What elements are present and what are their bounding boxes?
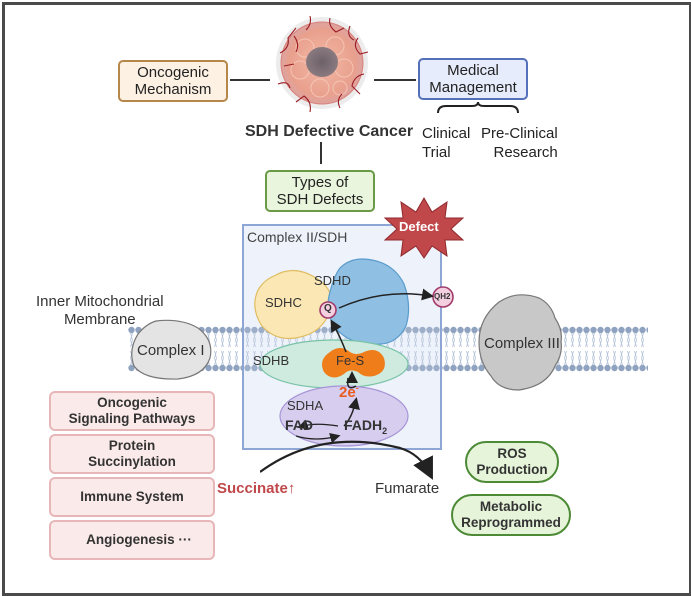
fes-to-q-arrow bbox=[330, 319, 347, 353]
fadh2-to-e-arrow bbox=[343, 397, 360, 427]
connector-right bbox=[374, 79, 416, 81]
types-line2: SDH Defects bbox=[276, 191, 364, 208]
oncogenic-line2: Mechanism bbox=[134, 81, 212, 98]
connector-down bbox=[320, 142, 322, 164]
succinate-label: Succinate↑ bbox=[217, 480, 296, 497]
fadh2-label: FADH2 bbox=[344, 417, 388, 436]
defect-starburst-icon bbox=[383, 196, 465, 259]
complex-iii-label: Complex III bbox=[484, 335, 560, 352]
sdha-shape bbox=[279, 385, 409, 447]
q-label: Q bbox=[324, 303, 332, 314]
oncogenic-line1: Oncogenic bbox=[137, 63, 209, 81]
brace-icon bbox=[437, 101, 519, 114]
electrons-label: 2e- bbox=[339, 383, 359, 401]
sdhd-shape bbox=[327, 258, 410, 345]
effect-immune-system: Immune System bbox=[49, 477, 215, 517]
sdha-label: SDHA bbox=[287, 398, 324, 413]
complex-i-shape bbox=[131, 319, 212, 380]
types-line1: Types of bbox=[291, 173, 349, 191]
fad-label: FAD bbox=[285, 417, 313, 433]
complex-iii-shape bbox=[478, 294, 562, 391]
fes-label: Fe-S bbox=[336, 353, 365, 368]
sdhd-label: SDHD bbox=[314, 273, 351, 288]
sdhc-shape bbox=[254, 269, 332, 339]
fes-cluster-icon bbox=[322, 348, 385, 378]
complex-i-label: Complex I bbox=[137, 342, 205, 359]
sdhb-label: SDHB bbox=[253, 353, 290, 368]
q-to-qh2-arrow bbox=[338, 288, 434, 309]
medical-line1: Medical bbox=[447, 61, 499, 79]
fad-to-fadh2-arrow bbox=[295, 433, 341, 444]
tumor-cell-icon bbox=[276, 15, 369, 113]
qh2-label: QH2 bbox=[434, 292, 451, 301]
complex-ii-title: Complex II/SDH bbox=[247, 229, 348, 245]
cancer-label: SDH Defective Cancer bbox=[245, 123, 414, 140]
sdh-complex-diagram bbox=[254, 258, 454, 447]
q-icon bbox=[319, 301, 337, 319]
connector-left bbox=[230, 79, 270, 81]
defect-label: Defect bbox=[399, 219, 439, 234]
fumarate-label: Fumarate bbox=[375, 480, 440, 497]
fadh2-to-fad-arrow bbox=[297, 419, 339, 430]
medical-line2: Management bbox=[429, 79, 517, 96]
effect-angiogenesis: Angiogenesis ··· bbox=[49, 520, 215, 560]
sdhc-label: SDHC bbox=[265, 295, 302, 310]
succinate-fumarate-arrow bbox=[260, 440, 433, 480]
